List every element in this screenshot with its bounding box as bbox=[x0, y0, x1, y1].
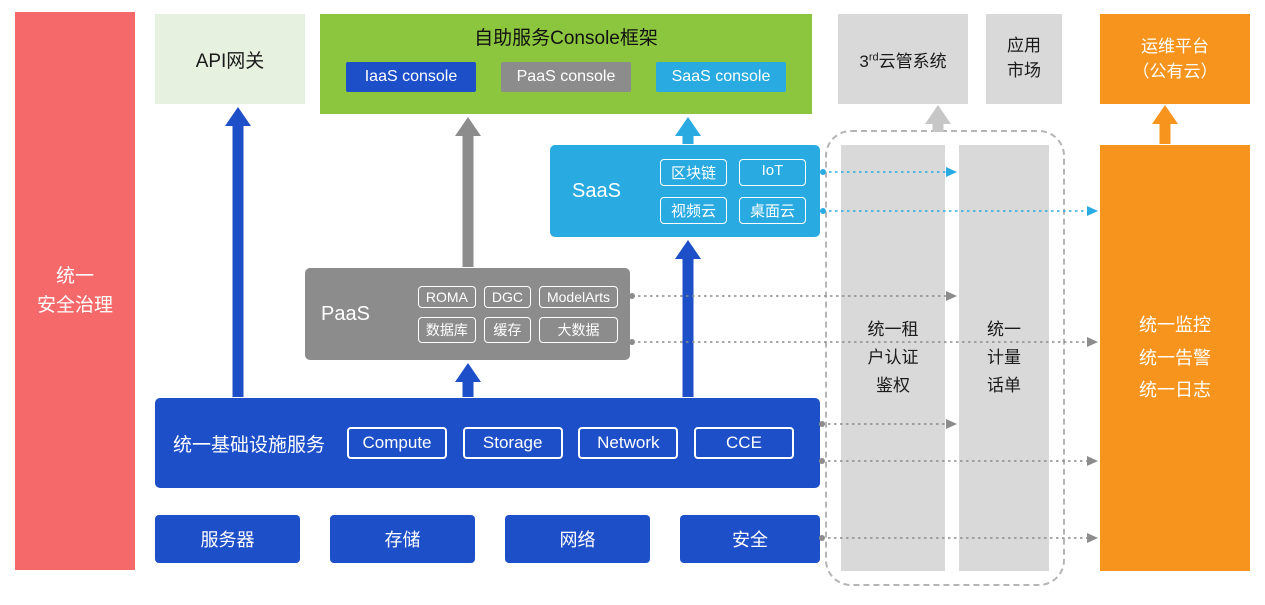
arrow-infra-to-saas bbox=[675, 240, 701, 397]
console-framework-title: 自助服务Console框架 bbox=[474, 28, 658, 49]
badge-cache: 缓存 bbox=[483, 316, 531, 343]
paas-badges-grid: ROMA DGC ModelArts 数据库 缓存 大数据 bbox=[417, 285, 618, 343]
arrow-paas-to-console bbox=[455, 117, 481, 267]
saas-label: SaaS bbox=[572, 179, 621, 202]
saas-console-badge: SaaS console bbox=[656, 62, 786, 92]
infrastructure-box: 统一基础设施服务 Compute Storage Network CCE bbox=[155, 398, 820, 488]
paas-console-badge: PaaS console bbox=[501, 62, 631, 92]
third-party-sup: rd bbox=[868, 50, 879, 63]
badge-bigdata: 大数据 bbox=[538, 316, 618, 343]
third-party-cloud-box: 3rd云管系统 bbox=[838, 14, 968, 104]
badge-modelarts: ModelArts bbox=[538, 285, 618, 308]
api-gateway-box: API网关 bbox=[155, 14, 305, 104]
badge-iot: IoT bbox=[738, 158, 806, 186]
badge-cce: CCE bbox=[693, 427, 794, 459]
infrastructure-label: 统一基础设施服务 bbox=[173, 434, 326, 456]
arrow-infra-to-paas bbox=[455, 363, 481, 397]
om-platform-box: 运维平台 （公有云） bbox=[1100, 14, 1250, 104]
base-box-server: 服务器 bbox=[155, 515, 300, 563]
third-party-text: 云管系统 bbox=[878, 51, 947, 71]
saas-box: SaaS 区块链 IoT 视频云 桌面云 bbox=[550, 145, 820, 237]
security-governance-bar: 统一 安全治理 bbox=[15, 12, 135, 570]
console-framework-box: 自助服务Console框架 IaaS console PaaS console … bbox=[320, 14, 812, 114]
badge-video-cloud: 视频云 bbox=[659, 196, 727, 224]
badge-dgc: DGC bbox=[483, 285, 531, 308]
saas-badges-grid: 区块链 IoT 视频云 桌面云 bbox=[659, 158, 806, 224]
badge-roma: ROMA bbox=[417, 285, 476, 308]
arrow-monitor-to-om-platform bbox=[1152, 105, 1178, 144]
base-box-storage: 存储 bbox=[330, 515, 475, 563]
iaas-console-badge: IaaS console bbox=[346, 62, 476, 92]
monitoring-alarm-log-bar: 统一监控 统一告警 统一日志 bbox=[1100, 145, 1250, 571]
tenant-auth-bar: 统一租 户认证 鉴权 bbox=[841, 145, 945, 571]
base-box-network: 网络 bbox=[505, 515, 650, 563]
third-party-num: 3 bbox=[859, 51, 869, 71]
infrastructure-badges-row: Compute Storage Network CCE bbox=[347, 427, 794, 459]
badge-storage: Storage bbox=[462, 427, 563, 459]
metering-bar: 统一 计量 话单 bbox=[959, 145, 1049, 571]
badge-network: Network bbox=[578, 427, 679, 459]
arrow-infra-to-api-gateway bbox=[225, 107, 251, 397]
badge-desktop-cloud: 桌面云 bbox=[738, 196, 806, 224]
third-party-cloud-label: 3rd云管系统 bbox=[859, 47, 946, 72]
console-badges-row: IaaS console PaaS console SaaS console bbox=[320, 62, 812, 92]
badge-compute: Compute bbox=[347, 427, 448, 459]
arrow-saas-to-console bbox=[675, 117, 701, 144]
base-box-security: 安全 bbox=[680, 515, 820, 563]
paas-box: PaaS ROMA DGC ModelArts 数据库 缓存 大数据 bbox=[305, 268, 630, 360]
badge-blockchain: 区块链 bbox=[659, 158, 727, 186]
arrow-to-third-party-cloud bbox=[925, 105, 951, 132]
badge-database: 数据库 bbox=[417, 316, 476, 343]
app-market-box: 应用 市场 bbox=[986, 14, 1062, 104]
paas-label: PaaS bbox=[321, 302, 370, 325]
